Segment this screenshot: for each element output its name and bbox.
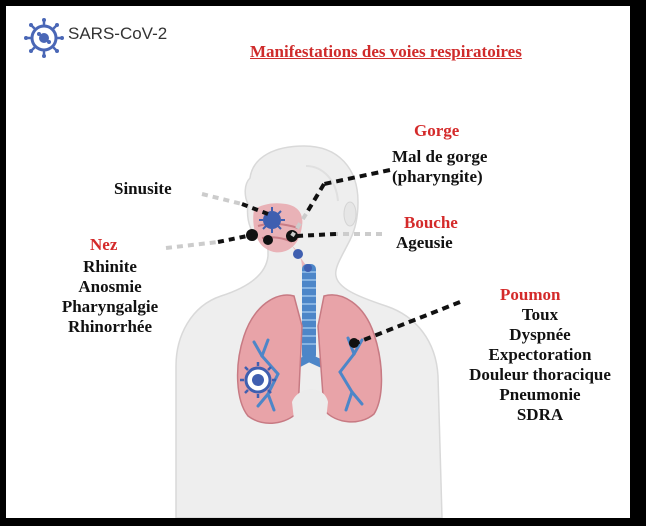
nez-heading: Nez <box>90 234 117 256</box>
gorge-heading: Gorge <box>414 120 459 142</box>
nez-leader-line <box>166 235 252 248</box>
bouche-symptom: Ageusie <box>396 232 453 254</box>
poumon-symptom: SDRA <box>452 404 628 426</box>
diagram-title: Manifestations des voies respiratoires <box>250 42 522 62</box>
mouth-target-dot <box>263 235 273 245</box>
poumon-symptom: Toux <box>452 304 628 326</box>
bouche-heading: Bouche <box>404 212 458 234</box>
poumon-symptom: Douleur thoracique <box>452 364 628 386</box>
poumon-heading: Poumon <box>500 284 560 306</box>
virus-name-label: SARS-CoV-2 <box>68 24 167 44</box>
virus-particle-lung <box>240 362 276 398</box>
sinusite-label: Sinusite <box>114 178 172 200</box>
nez-symptom: Rhinorrhée <box>46 316 174 338</box>
poumon-symptom: Pneumonie <box>452 384 628 406</box>
poumon-symptom: Dyspnée <box>452 324 628 346</box>
gorge-symptom: (pharyngite) <box>392 166 483 188</box>
poumon-symptom: Expectoration <box>452 344 628 366</box>
nez-symptom: Rhinite <box>46 256 174 278</box>
nez-symptom: Anosmie <box>46 276 174 298</box>
nez-symptom: Pharyngalgie <box>46 296 174 318</box>
coronavirus-icon <box>24 18 64 58</box>
gorge-symptom: Mal de gorge <box>392 146 487 168</box>
diagram-panel: SARS-CoV-2 Manifestations des voies resp… <box>6 6 630 518</box>
